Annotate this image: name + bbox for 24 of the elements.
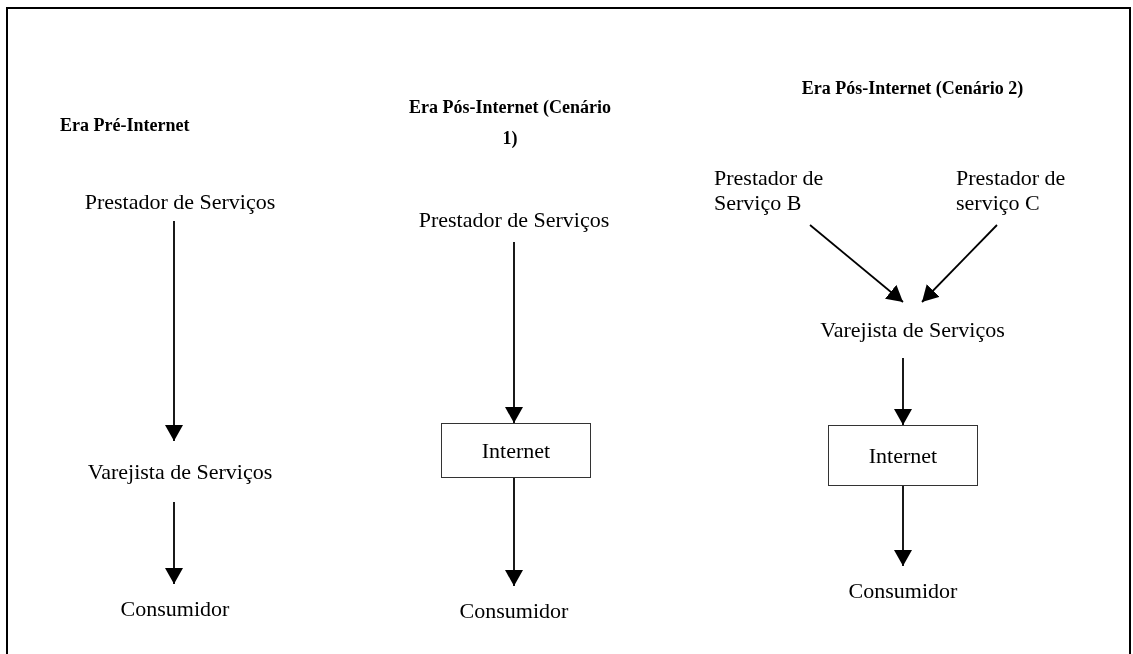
process-box [828,425,978,486]
node-label: Prestador de serviço C [956,164,1067,216]
process-box [441,423,591,478]
arrow [165,220,183,442]
node-label: Internet [868,442,938,469]
node-label: Prestador de Serviços [418,207,610,233]
node-label: Internet [481,437,551,464]
arrow [505,241,523,424]
column-heading: Era Pós-Internet (Cenário 2) [800,77,1025,100]
arrow [894,485,912,567]
node-label: Prestador de Serviço B [714,164,825,216]
node-label: Varejista de Serviços [87,458,273,485]
node-label: Consumidor [848,578,958,604]
arrow [921,224,998,303]
node-label: Consumidor [120,596,230,622]
column-heading: Era Pós-Internet (Cenário 1) [408,96,612,150]
node-label: Varejista de Serviços [820,317,1005,343]
arrow [894,357,912,426]
arrow [505,477,523,587]
node-label: Prestador de Serviços [84,189,276,215]
column-heading: Era Pré-Internet [60,114,191,137]
node-label: Consumidor [459,598,569,624]
arrow [165,501,183,585]
arrow [809,224,904,303]
